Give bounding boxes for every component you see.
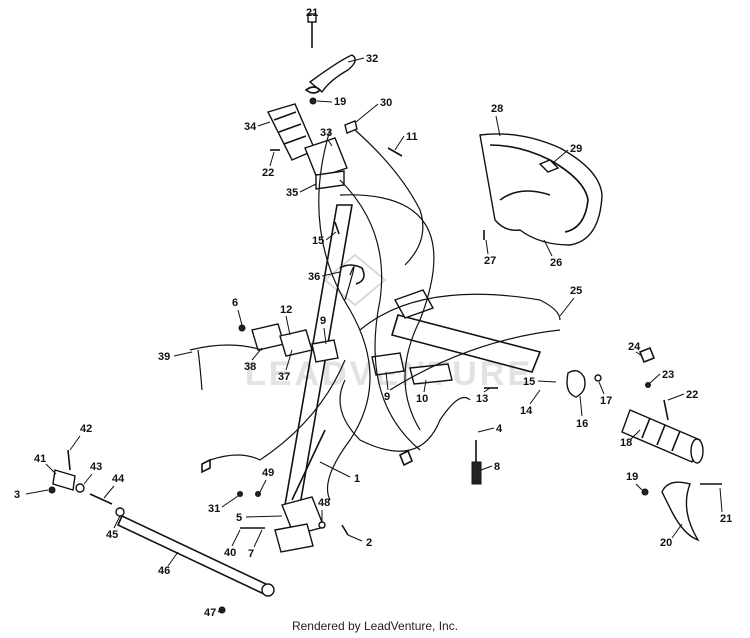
callout-28: 28 — [491, 103, 503, 115]
rod-end-assembly — [48, 449, 226, 614]
callout-32: 32 — [366, 53, 378, 65]
callout-29: 29 — [570, 143, 582, 155]
callout-14: 14 — [520, 405, 533, 417]
callout-42: 42 — [80, 423, 92, 435]
callout-6: 6 — [232, 297, 238, 309]
callout-13: 13 — [476, 393, 488, 405]
callout-48: 48 — [318, 497, 330, 509]
callout-40: 40 — [224, 547, 236, 559]
callout-10: 10 — [416, 393, 428, 405]
callout-26: 26 — [550, 257, 562, 269]
callout-39: 39 — [158, 351, 170, 363]
callout-19a: 19 — [334, 96, 346, 108]
callout-8: 8 — [494, 461, 500, 473]
callout-21a: 21 — [306, 7, 318, 19]
callout-12: 12 — [280, 304, 292, 316]
callout-34: 34 — [244, 121, 257, 133]
callout-labels: 1 2 3 4 5 6 7 8 9 9 10 11 12 13 14 15 15 — [14, 7, 732, 619]
callout-27: 27 — [484, 255, 496, 267]
callout-19b: 19 — [626, 471, 638, 483]
callout-30: 30 — [380, 97, 392, 109]
callout-21b: 21 — [720, 513, 732, 525]
right-handle-grip — [621, 409, 704, 464]
callout-11: 11 — [406, 131, 418, 143]
callout-49: 49 — [262, 467, 274, 479]
callout-24: 24 — [628, 341, 641, 353]
callout-15a: 15 — [312, 235, 324, 247]
callout-9b: 9 — [384, 391, 390, 403]
callout-25: 25 — [570, 285, 582, 297]
callout-41: 41 — [34, 453, 46, 465]
callout-38: 38 — [244, 361, 256, 373]
callout-33: 33 — [320, 127, 332, 139]
callout-9a: 9 — [320, 315, 326, 327]
callout-22a: 22 — [262, 167, 274, 179]
callout-2: 2 — [366, 537, 372, 549]
footer-credit: Rendered by LeadVenture, Inc. — [291, 619, 459, 633]
callout-18: 18 — [620, 437, 632, 449]
spring — [471, 440, 482, 485]
callout-15b: 15 — [523, 376, 535, 388]
callout-4: 4 — [496, 423, 503, 435]
callout-22b: 22 — [686, 389, 698, 401]
callout-46: 46 — [158, 565, 170, 577]
upper-lever — [304, 13, 356, 105]
callout-47: 47 — [204, 607, 216, 619]
callout-43: 43 — [90, 461, 102, 473]
lower-bracket — [274, 496, 325, 553]
fasteners — [201, 120, 669, 536]
mid-clamp — [371, 352, 453, 385]
callout-35: 35 — [286, 187, 298, 199]
callout-37: 37 — [278, 371, 290, 383]
callout-31: 31 — [208, 503, 220, 515]
left-handle-grip — [267, 103, 348, 190]
callout-44: 44 — [112, 473, 125, 485]
callout-36: 36 — [308, 271, 320, 283]
callout-3: 3 — [14, 489, 20, 501]
handle-cover — [479, 133, 603, 246]
callout-7: 7 — [248, 548, 254, 560]
callout-1: 1 — [354, 473, 360, 485]
callout-23: 23 — [662, 369, 674, 381]
lower-lever — [641, 481, 722, 542]
callout-5: 5 — [236, 512, 242, 524]
control-cables — [189, 129, 561, 501]
control-rod — [116, 514, 275, 597]
callout-16: 16 — [576, 418, 588, 430]
left-clamp — [251, 323, 339, 363]
callout-20: 20 — [660, 537, 672, 549]
callout-45: 45 — [106, 529, 118, 541]
callout-17: 17 — [600, 395, 612, 407]
